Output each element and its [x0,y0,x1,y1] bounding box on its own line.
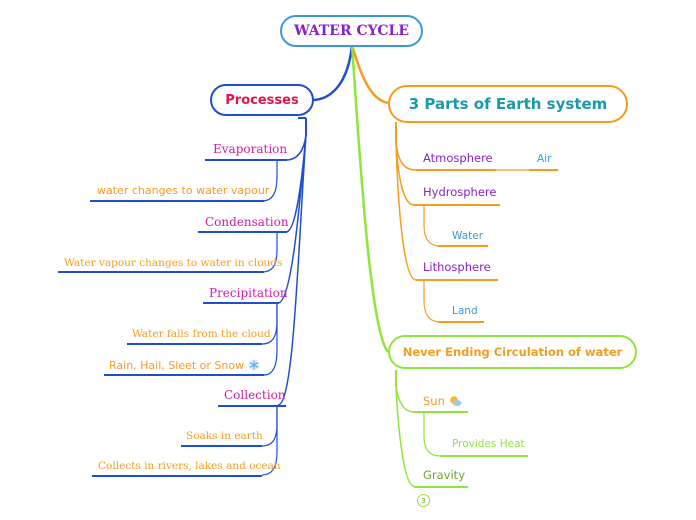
precipitation-detail-fall[interactable]: Water falls from the cloud [132,328,271,340]
atmosphere-label[interactable]: Atmosphere [423,151,493,165]
collection-detail-rivers[interactable]: Collects in rivers, lakes and ocean [98,460,281,472]
circulation-title: Never Ending Circulation of water [402,345,623,359]
evaporation-detail[interactable]: water changes to water vapour [97,184,270,197]
lithosphere-detail[interactable]: Land [452,305,478,317]
snowflake-icon [248,359,260,371]
condensation-detail[interactable]: Water vapour changes to water in clouds [64,257,283,269]
gravity-badge-count: 3 [421,496,426,505]
gravity-collapsed-count-badge[interactable]: 3 [417,494,430,507]
precipitation-detail-types[interactable]: Rain, Hail, Sleet or Snow [109,359,260,371]
atmosphere-detail[interactable]: Air [537,153,552,165]
hydrosphere-detail[interactable]: Water [452,230,484,242]
collection-label[interactable]: Collection [224,388,286,402]
processes-title: Processes [225,92,299,108]
earth-system-title: 3 Parts of Earth system [408,95,608,113]
root-title: WATER CYCLE [293,23,410,39]
processes-node[interactable]: Processes [210,84,314,116]
sun-behind-cloud-icon [449,395,462,407]
gravity-label[interactable]: Gravity [423,468,466,482]
sun-detail[interactable]: Provides Heat [452,438,525,450]
sun-label-group[interactable]: Sun [423,394,462,408]
root-node[interactable]: WATER CYCLE [280,15,423,47]
circulation-node[interactable]: Never Ending Circulation of water [388,335,637,369]
lithosphere-label[interactable]: Lithosphere [423,260,491,274]
precipitation-label[interactable]: Precipitation [209,286,288,300]
precipitation-types-text: Rain, Hail, Sleet or Snow [109,359,245,372]
sun-label: Sun [423,394,445,408]
hydrosphere-label[interactable]: Hydrosphere [423,185,497,199]
earth-system-node[interactable]: 3 Parts of Earth system [388,85,628,123]
evaporation-label[interactable]: Evaporation [213,142,288,156]
collection-detail-soak[interactable]: Soaks in earth [186,430,263,442]
condensation-label[interactable]: Condensation [205,215,289,229]
